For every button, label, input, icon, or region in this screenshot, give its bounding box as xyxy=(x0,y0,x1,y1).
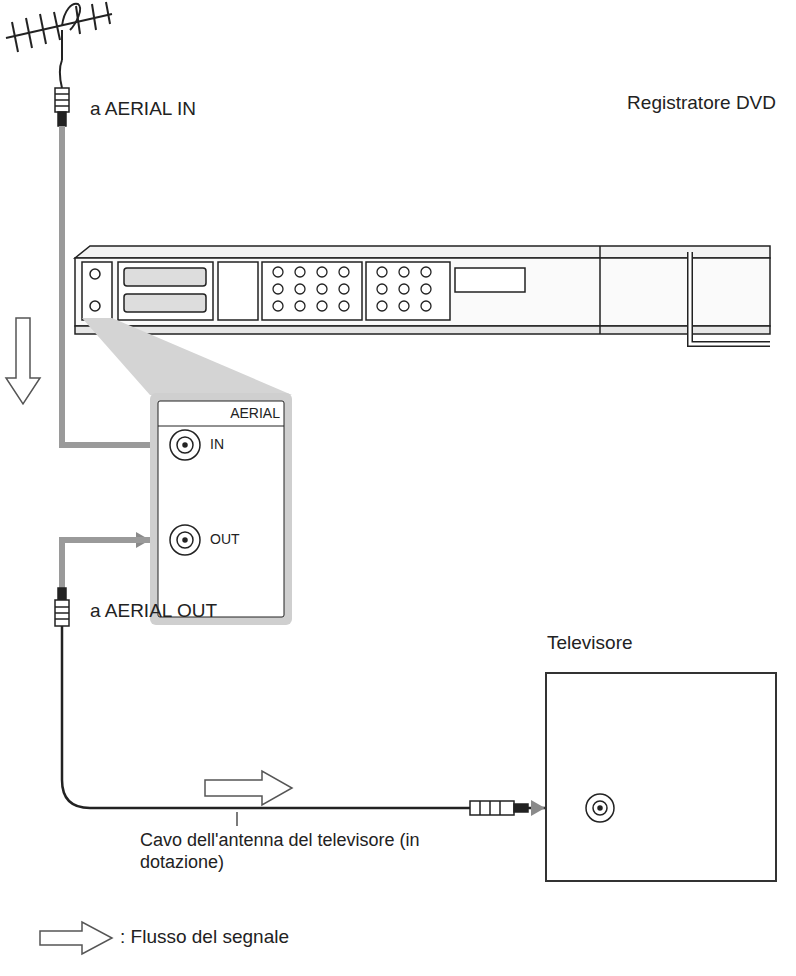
leader-line xyxy=(236,812,237,826)
rca-jack xyxy=(295,267,305,277)
legend-arrow xyxy=(38,920,114,956)
aerial-jack xyxy=(170,430,200,555)
cable-arrowhead xyxy=(531,800,545,816)
rca-jack xyxy=(317,284,327,294)
callout-divider xyxy=(158,426,284,427)
cable-label: Cavo dell'antenna del televisore (in dot… xyxy=(140,830,450,873)
rca-jack xyxy=(399,267,409,277)
rca-jack xyxy=(377,284,387,294)
rca-jack xyxy=(295,284,305,294)
aerial-plug xyxy=(55,88,69,126)
tv-jack xyxy=(586,794,614,822)
legend-text: : Flusso del segnale xyxy=(120,926,289,949)
tv-node: Televisore xyxy=(545,630,777,882)
flow-arrow xyxy=(6,318,40,404)
rca-jack xyxy=(295,301,305,311)
rca-jack xyxy=(377,301,387,311)
signal-cable xyxy=(62,540,150,588)
dvd-recorder xyxy=(75,246,770,344)
rca-jack xyxy=(399,284,409,294)
rca-jack xyxy=(421,267,431,277)
antenna-cable xyxy=(62,532,545,816)
rca-jack xyxy=(317,267,327,277)
cable-line xyxy=(62,540,545,808)
dvd-recorder-node: Registratore DVD xyxy=(75,88,776,338)
device-label: Registratore DVD xyxy=(627,92,776,115)
jack-label: IN xyxy=(210,436,224,453)
connection-label: a AERIAL OUT xyxy=(90,600,217,623)
recorder-jacks xyxy=(273,267,431,311)
rca-jack xyxy=(339,284,349,294)
callout-panel xyxy=(158,401,284,617)
rca-jack xyxy=(377,267,387,277)
rca-jack xyxy=(317,301,327,311)
rca-jack xyxy=(339,267,349,277)
rca-jack xyxy=(273,284,283,294)
device-label: Televisore xyxy=(547,632,633,655)
flow-arrow xyxy=(205,771,292,805)
tv-plug xyxy=(470,801,528,815)
aerial-callout: AERIAL IN OUT xyxy=(150,393,292,625)
rca-jack xyxy=(339,301,349,311)
panel-label: AERIAL xyxy=(230,405,280,422)
rca-jack xyxy=(273,301,283,311)
aerial-plug xyxy=(55,588,69,626)
rca-jack xyxy=(273,267,283,277)
antenna xyxy=(6,2,112,88)
zoom-wedge xyxy=(82,318,292,395)
rca-jack xyxy=(421,301,431,311)
rca-jack xyxy=(399,301,409,311)
tv-outline xyxy=(545,672,777,882)
connection-label: a AERIAL IN xyxy=(90,98,196,121)
rca-jack xyxy=(421,284,431,294)
jack-label: OUT xyxy=(210,531,240,548)
callout-frame xyxy=(150,393,292,625)
